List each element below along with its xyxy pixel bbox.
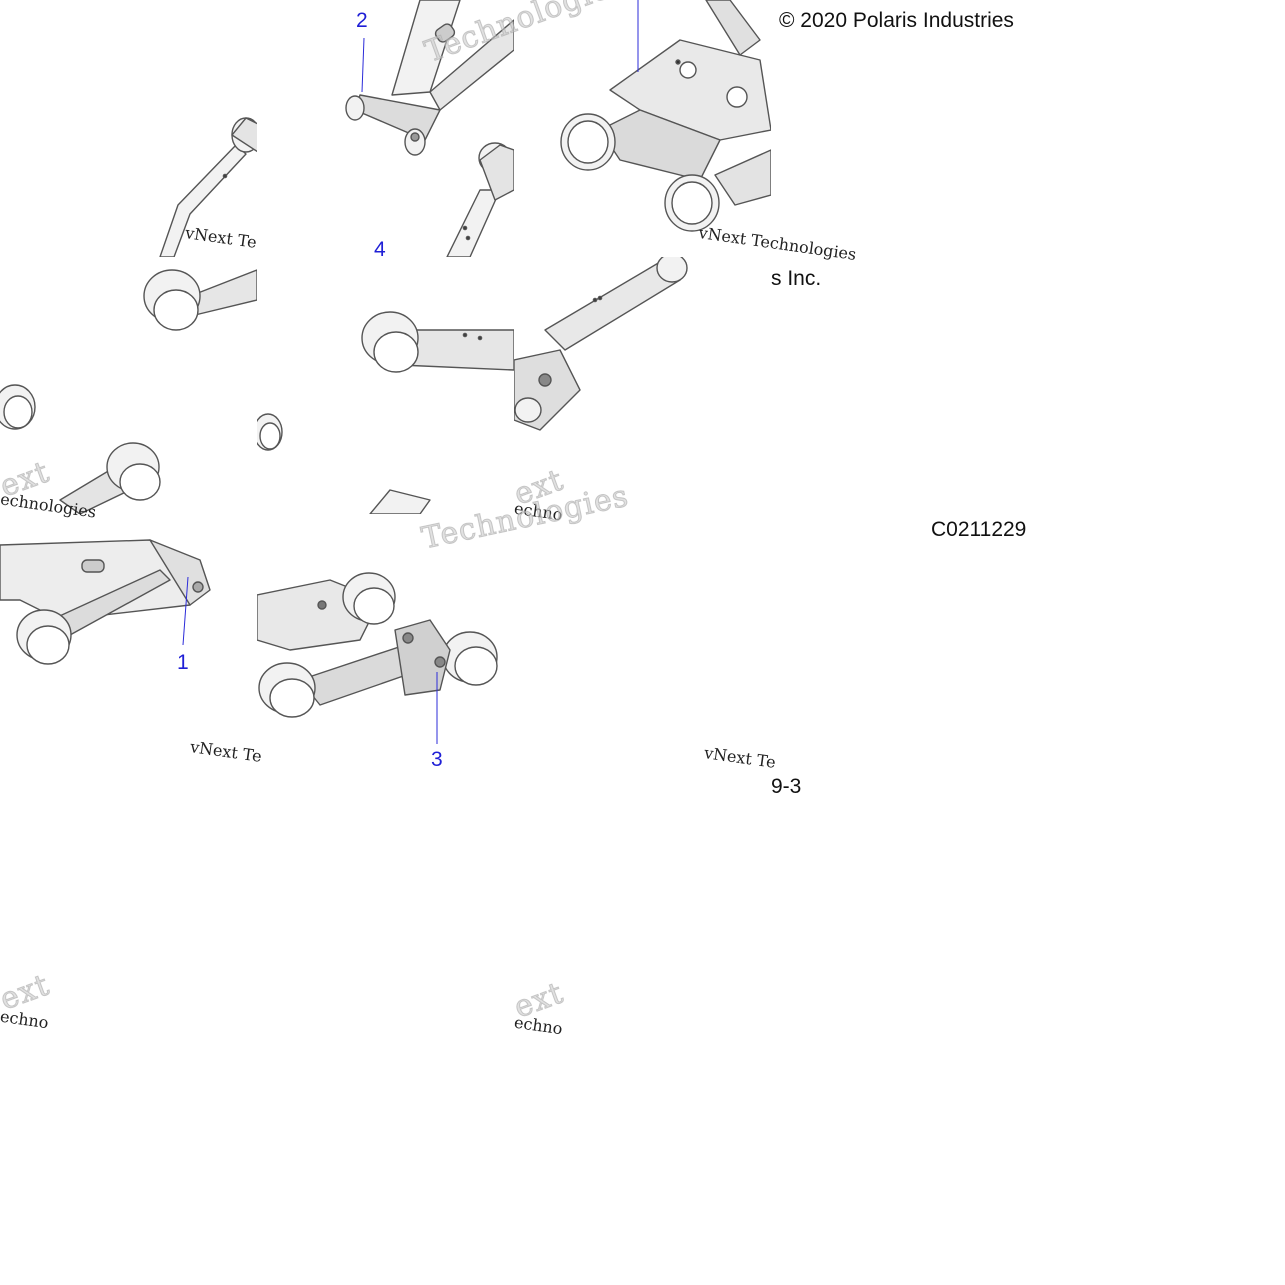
lower-arm-skid-part — [560, 0, 771, 232]
arm-bracket-part — [345, 0, 514, 257]
arm-end-bracket-part — [514, 257, 688, 431]
a-arm-part — [0, 539, 211, 665]
leader-line-2 — [361, 37, 365, 93]
drawing-code-tail: 9-3 — [771, 775, 802, 798]
callout-3[interactable]: 3 — [431, 748, 443, 771]
drawing-code: C0211229 — [931, 518, 1027, 541]
copyright-tail: s Inc. — [771, 267, 822, 290]
callout-4[interactable]: 4 — [374, 238, 386, 261]
callout-1[interactable]: 1 — [177, 651, 189, 674]
arm-tube-part — [159, 117, 257, 257]
leader-line-1 — [182, 576, 189, 646]
bushing-parts — [0, 269, 257, 514]
callout-2[interactable]: 2 — [356, 9, 368, 32]
lower-arm-bracket-part — [257, 572, 498, 718]
copyright-notice: © 2020 Polaris Industries — [779, 9, 1014, 32]
arm-tube-part-2 — [257, 311, 514, 514]
